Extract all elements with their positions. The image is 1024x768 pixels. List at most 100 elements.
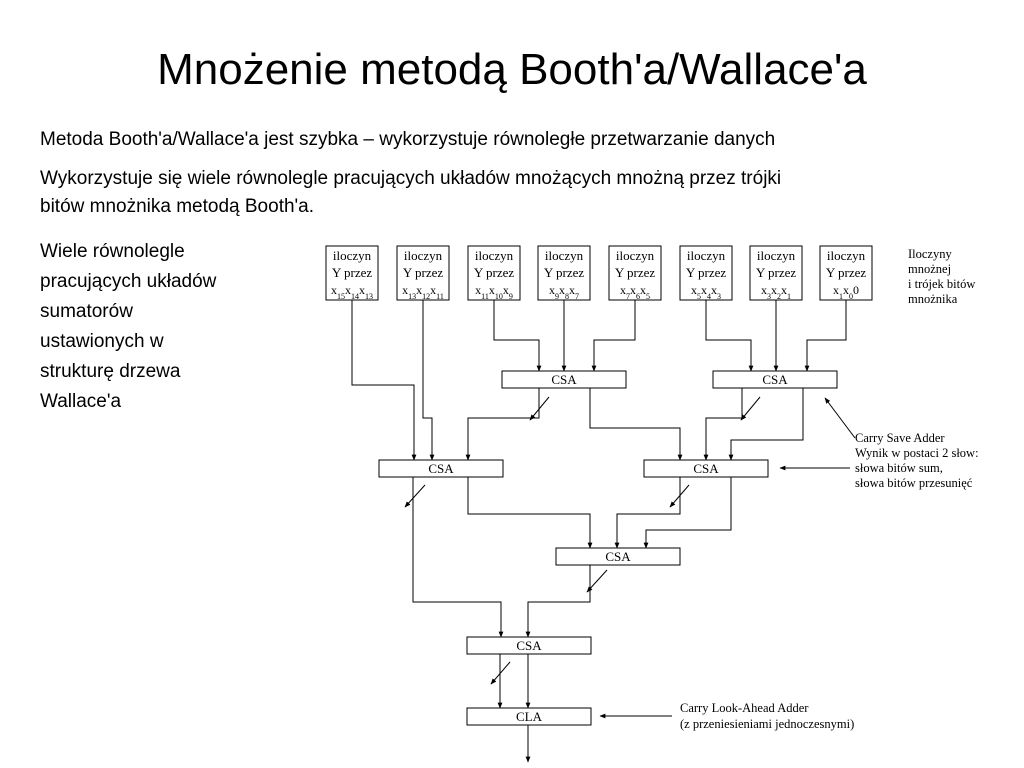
carry-arrow (586, 569, 608, 593)
product-box-bits: x11x10x9 (475, 283, 513, 301)
connector-arrow (465, 388, 540, 461)
connector-arrow (614, 477, 681, 549)
product-box-bits: x7x6x5 (620, 283, 650, 301)
csa-block: CSA (378, 459, 504, 478)
connector-arrow (467, 477, 593, 549)
product-box-label: Y przez (332, 265, 373, 280)
product-box-frame (819, 245, 873, 301)
product-box-label: iloczyn (404, 248, 443, 263)
paragraph-wallace-line: strukturę drzewa (40, 361, 181, 382)
product-box: iloczyn Y przez x7x6x5 (608, 245, 662, 301)
connector-arrow (804, 300, 847, 372)
product-box: iloczyn Y przez x5x4x3 (679, 245, 733, 301)
csa-block-label: CSA (605, 549, 631, 564)
product-box-label: Y przez (686, 265, 727, 280)
product-box-label: iloczyn (333, 248, 372, 263)
csa-block: CSA (466, 636, 592, 655)
csa-block: CSA (712, 370, 838, 389)
product-box-label: iloczyn (827, 248, 866, 263)
csa-block-label: CSA (762, 372, 788, 387)
note-products-line: mnożnika (908, 292, 958, 306)
note-csa-pointer (824, 397, 856, 439)
product-box-label: Y przez (826, 265, 867, 280)
product-box-label: iloczyn (757, 248, 796, 263)
paragraph-booth-line-2: bitów mnożnika metodą Booth'a. (40, 196, 315, 217)
connector-arrow (412, 477, 504, 638)
product-box-bits: x9x8x7 (549, 283, 579, 301)
product-box-label: iloczyn (475, 248, 514, 263)
product-box-label: iloczyn (616, 248, 655, 263)
cla-block: CLA (466, 707, 592, 726)
note-cla-line: (z przeniesieniami jednoczesnymi) (680, 717, 854, 731)
paragraph-intro: Metoda Booth'a/Wallace'a jest szybka – w… (40, 129, 776, 150)
product-box-label: iloczyn (687, 248, 726, 263)
product-box-frame (537, 245, 591, 301)
product-box: iloczyn Y przez x3x2x1 (749, 245, 803, 301)
carry-arrow (529, 396, 550, 421)
paragraph-booth: Wykorzystuje się wiele równolegle pracuj… (40, 165, 1000, 221)
connector-arrow (703, 388, 743, 461)
product-box-label: Y przez (544, 265, 585, 280)
paragraph-wallace: Wiele równolegle pracujących układów sum… (40, 237, 280, 417)
carry-arrow (404, 484, 426, 508)
paragraph-wallace-line: ustawionych w (40, 331, 164, 352)
product-box-label: iloczyn (545, 248, 584, 263)
connector-arrow (643, 477, 732, 549)
product-box-bits: x13x12x11 (402, 283, 444, 301)
paragraph-wallace-line: sumatorów (40, 301, 133, 322)
product-box-label: Y przez (474, 265, 515, 280)
carry-arrow (740, 396, 761, 421)
note-csa-line: Wynik w postaci 2 słow: (855, 446, 979, 460)
product-box-bits: x5x4x3 (691, 283, 721, 301)
connector-arrow (351, 300, 417, 461)
csa-block: CSA (643, 459, 769, 478)
note-products-line: i trójek bitów (908, 277, 975, 291)
connector-arrow (422, 300, 435, 461)
csa-block-frame (378, 459, 504, 478)
connector-arrow (728, 388, 804, 461)
paragraph-booth-line-1: Wykorzystuje się wiele równolegle pracuj… (40, 168, 782, 189)
note-csa-line: słowa bitów przesunięć (855, 476, 973, 490)
connector-arrow (525, 565, 591, 638)
carry-arrow (490, 661, 511, 685)
product-box: iloczyn Y przez x9x8x7 (537, 245, 591, 301)
product-box-bits: x3x2x1 (761, 283, 791, 301)
note-csa-line: słowa bitów sum, (855, 461, 943, 475)
csa-block-label: CSA (693, 461, 719, 476)
connector-arrow (589, 388, 683, 461)
note-cla: Carry Look-Ahead Adder (z przeniesieniami… (680, 701, 854, 731)
product-box: iloczyn Y przez x1x00 (819, 245, 873, 301)
product-box-bits: x1x00 (833, 283, 859, 301)
note-products-line: mnożnej (908, 262, 951, 276)
csa-block: CSA (555, 547, 681, 566)
csa-block-label: CSA (516, 638, 542, 653)
csa-block-label: CSA (551, 372, 577, 387)
slide-title: Mnożenie metodą Booth'a/Wallace'a (157, 45, 867, 94)
product-box: iloczyn Y przez x11x10x9 (467, 245, 521, 301)
product-box-frame (608, 245, 662, 301)
cla-block-label: CLA (516, 709, 543, 724)
product-box-frame (679, 245, 733, 301)
note-cla-line: Carry Look-Ahead Adder (680, 701, 809, 715)
connector-arrow (493, 300, 542, 372)
product-box-frame (749, 245, 803, 301)
product-box-label: Y przez (403, 265, 444, 280)
product-box-frame (325, 245, 379, 301)
paragraph-wallace-line: pracujących układów (40, 271, 217, 292)
product-box: iloczyn Y przez x15x14x13 (325, 245, 379, 301)
carry-arrow (669, 484, 690, 508)
product-box: iloczyn Y przez x13x12x11 (396, 245, 450, 301)
connector-arrow (705, 300, 754, 372)
product-box-label: Y przez (756, 265, 797, 280)
note-csa-line: Carry Save Adder (855, 431, 945, 445)
csa-block: CSA (501, 370, 627, 389)
connector-arrow (591, 300, 636, 372)
product-box-bits: x15x14x13 (331, 283, 373, 301)
product-box-frame (467, 245, 521, 301)
product-box-label: Y przez (615, 265, 656, 280)
paragraph-wallace-line: Wallace'a (40, 391, 122, 412)
note-products-line: Iloczyny (908, 247, 952, 261)
csa-block-label: CSA (428, 461, 454, 476)
